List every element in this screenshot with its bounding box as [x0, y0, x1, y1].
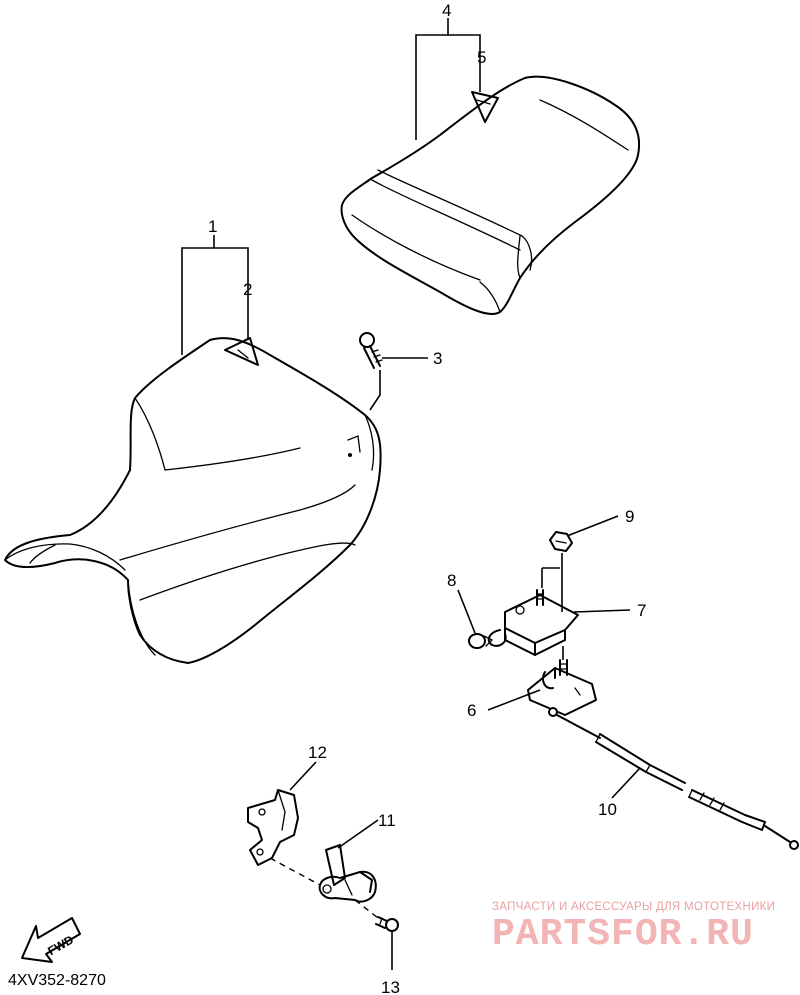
- front-seat: [4, 337, 382, 664]
- forward-arrow-icon: FWD: [21, 917, 81, 963]
- stay-part-12: [247, 789, 299, 866]
- callout-10: 10: [598, 800, 617, 819]
- rear-seat: [340, 75, 640, 315]
- callout-2: 2: [243, 280, 252, 299]
- bolt-part-3: [359, 332, 383, 411]
- callout-13: 13: [381, 978, 400, 995]
- callout-12: 12: [308, 743, 327, 762]
- callout-3: 3: [433, 349, 442, 368]
- callout-9: 9: [625, 507, 634, 526]
- callout-7: 7: [637, 601, 646, 620]
- leader-lines: [181, 18, 641, 970]
- cable-part-10: [548, 707, 799, 850]
- damper-part-8: [468, 633, 494, 649]
- diagram-code: 4XV352-8270: [8, 972, 106, 989]
- callout-4: 4: [442, 1, 451, 20]
- dashed-line-12-11: [269, 857, 321, 886]
- screw-part-13: [375, 916, 399, 932]
- callout-5: 5: [477, 48, 486, 67]
- callout-6: 6: [467, 701, 476, 720]
- nut-part-9: [549, 531, 573, 552]
- watermark-brand: PARTSFOR.RU: [492, 913, 754, 956]
- bracket-part-7: [487, 589, 579, 656]
- lock-part-11: [318, 844, 377, 903]
- dashed-line-11-13: [354, 899, 379, 919]
- bracket-part-6: [527, 659, 597, 716]
- callout-labels: 4 5 1 2 3 9 8 7 6 10 12 11 13: [208, 1, 646, 995]
- callout-11: 11: [378, 811, 396, 830]
- callout-1: 1: [208, 217, 217, 236]
- callout-8: 8: [447, 571, 456, 590]
- watermark-tagline: ЗАПЧАСТИ И АКСЕССУАРЫ ДЛЯ МОТОТЕХНИКИ: [492, 901, 776, 913]
